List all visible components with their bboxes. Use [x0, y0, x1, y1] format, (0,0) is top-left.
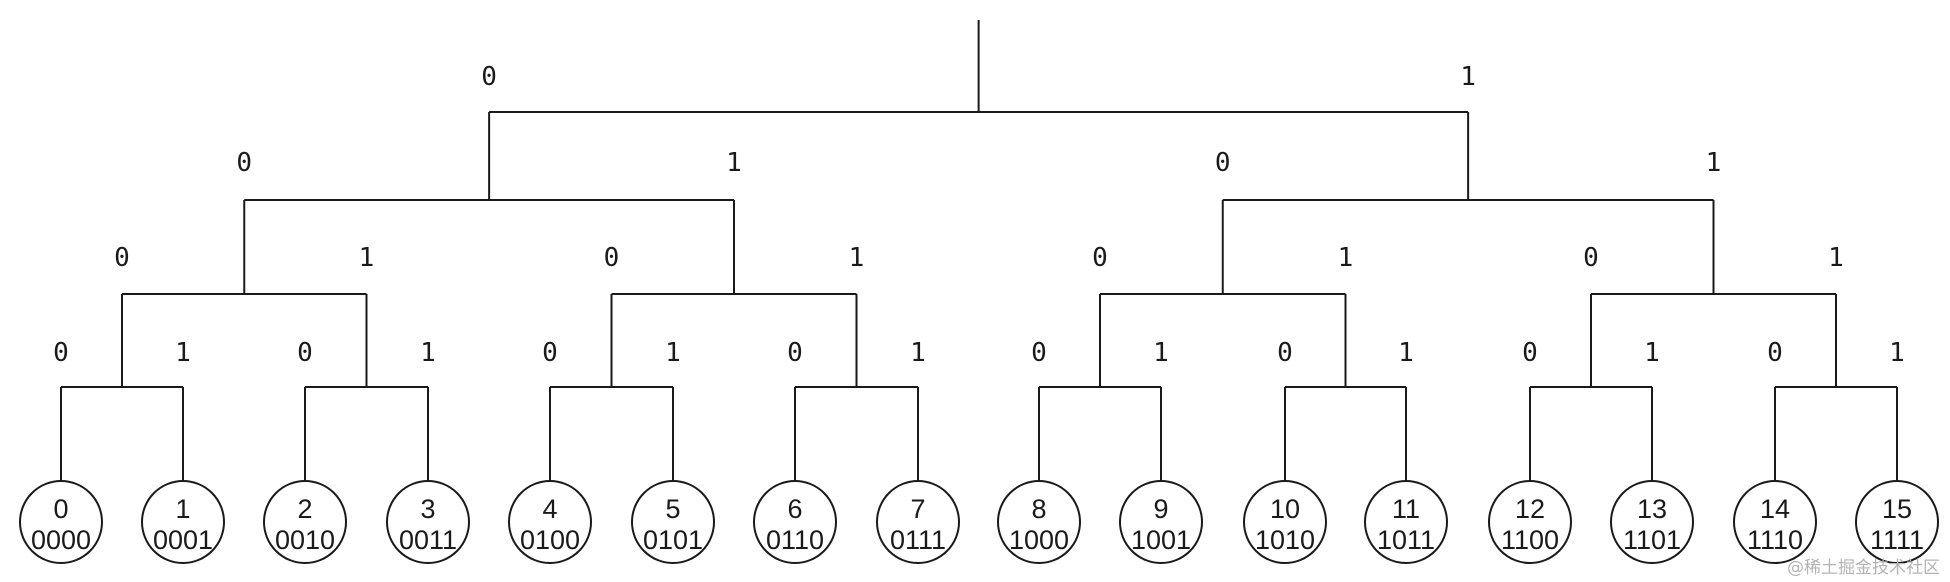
leaf-binary-label: 1101: [1623, 525, 1681, 555]
leaf-decimal-label: 3: [420, 494, 435, 524]
branch-label-1: 1: [1889, 338, 1905, 368]
leaf-binary-label: 0111: [890, 525, 946, 555]
leaf-node-circle: [876, 480, 960, 564]
branch-label-1: 1: [1460, 62, 1476, 92]
leaf-node-circle: [1364, 480, 1448, 564]
leaf-decimal-label: 11: [1392, 494, 1420, 524]
leaf-binary-label: 0001: [153, 525, 213, 555]
leaf-node-circle: [141, 480, 225, 564]
branch-label-0: 0: [1277, 338, 1293, 368]
leaf-node-circle: [631, 480, 715, 564]
leaf-node-circle: [19, 480, 103, 564]
branch-label-1: 1: [1398, 338, 1414, 368]
branch-label-0: 0: [481, 62, 497, 92]
leaf-node-circle: [753, 480, 837, 564]
branch-label-0: 0: [1031, 338, 1047, 368]
branch-label-0: 0: [53, 338, 69, 368]
leaf-decimal-label: 0: [53, 494, 68, 524]
leaf-binary-label: 1100: [1501, 525, 1559, 555]
leaf-node-circle: [1488, 480, 1572, 564]
branch-label-0: 0: [1092, 243, 1108, 273]
leaf-node-circle: [508, 480, 592, 564]
watermark: @稀土掘金技术社区: [1787, 558, 1940, 578]
leaf-decimal-label: 8: [1031, 494, 1046, 524]
leaf-decimal-label: 1: [175, 494, 190, 524]
leaf-node-circle: [1119, 480, 1203, 564]
leaf-decimal-label: 9: [1153, 494, 1168, 524]
leaf-decimal-label: 2: [297, 494, 312, 524]
leaf-node-circle: [1610, 480, 1694, 564]
branch-label-0: 0: [1215, 148, 1231, 178]
leaf-binary-label: 0100: [520, 525, 580, 555]
branch-label-0: 0: [1767, 338, 1783, 368]
branch-label-0: 0: [542, 338, 558, 368]
leaf-binary-label: 0101: [643, 525, 703, 555]
branch-label-0: 0: [297, 338, 313, 368]
branch-label-0: 0: [236, 148, 252, 178]
branch-label-1: 1: [175, 338, 191, 368]
leaf-binary-label: 1010: [1255, 525, 1315, 555]
branch-label-1: 1: [1338, 243, 1354, 273]
leaf-decimal-label: 10: [1270, 494, 1300, 524]
branch-label-1: 1: [849, 243, 865, 273]
leaf-decimal-label: 7: [910, 494, 925, 524]
leaf-binary-label: 1001: [1131, 525, 1191, 555]
leaf-node-circle: [386, 480, 470, 564]
leaf-binary-label: 0000: [31, 525, 91, 555]
leaf-decimal-label: 14: [1760, 494, 1790, 524]
leaf-binary-label: 0011: [399, 525, 457, 555]
branch-label-0: 0: [787, 338, 803, 368]
branch-label-1: 1: [1644, 338, 1660, 368]
leaf-binary-label: 0010: [275, 525, 335, 555]
leaf-node-circle: [1243, 480, 1327, 564]
branch-label-0: 0: [1522, 338, 1538, 368]
leaf-binary-label: 1011: [1377, 525, 1435, 555]
leaf-node-circle: [263, 480, 347, 564]
leaf-node-circle: [1855, 480, 1939, 564]
branch-label-0: 0: [1583, 243, 1599, 273]
leaf-decimal-label: 15: [1882, 494, 1912, 524]
branch-label-1: 1: [1706, 148, 1722, 178]
leaf-decimal-label: 13: [1637, 494, 1667, 524]
leaf-decimal-label: 4: [542, 494, 557, 524]
branch-label-1: 1: [910, 338, 926, 368]
branch-label-1: 1: [1828, 243, 1844, 273]
branch-label-0: 0: [604, 243, 620, 273]
branch-label-1: 1: [420, 338, 436, 368]
branch-label-0: 0: [114, 243, 130, 273]
branch-label-1: 1: [726, 148, 742, 178]
leaf-binary-label: 1000: [1009, 525, 1069, 555]
leaf-decimal-label: 5: [665, 494, 680, 524]
leaf-binary-label: 1111: [1870, 525, 1924, 555]
branch-label-1: 1: [359, 243, 375, 273]
leaf-node-circle: [1733, 480, 1817, 564]
leaf-binary-label: 0110: [766, 525, 824, 555]
leaf-decimal-label: 6: [787, 494, 802, 524]
leaf-node-circle: [997, 480, 1081, 564]
branch-label-1: 1: [665, 338, 681, 368]
branch-label-1: 1: [1153, 338, 1169, 368]
leaf-binary-label: 1110: [1747, 525, 1803, 555]
leaf-decimal-label: 12: [1515, 494, 1545, 524]
